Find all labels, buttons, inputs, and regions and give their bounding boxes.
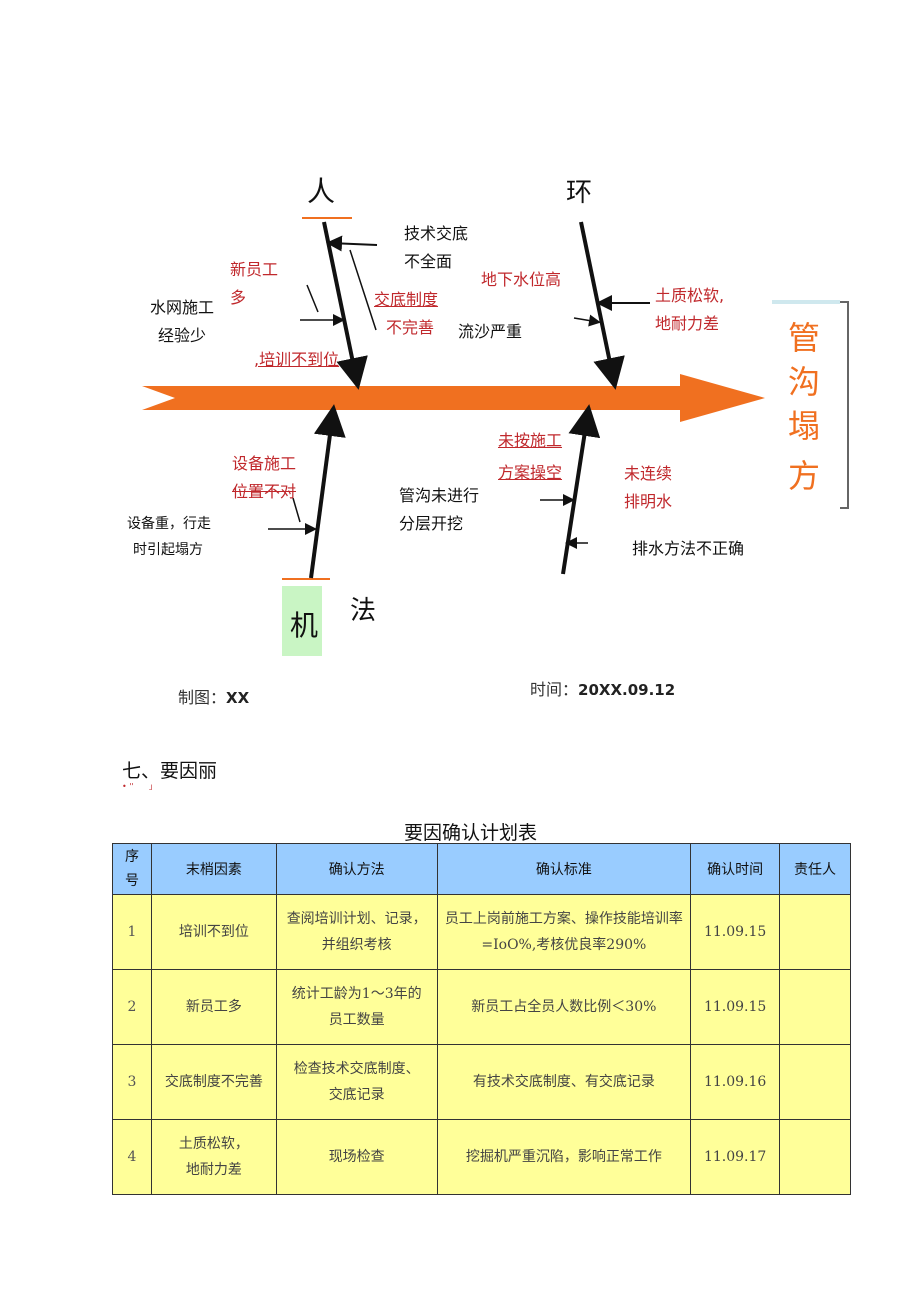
cell-time: 11.09.15: [690, 969, 781, 1045]
header-factor: 末梢因素: [150, 843, 277, 895]
category-machine: 机: [290, 609, 319, 642]
cell-method: 查阅培训计划、记录，并组织考核: [275, 894, 438, 970]
cause-groundwater: 地下水位高: [481, 270, 562, 289]
cell-standard: 员工上岗前施工方案、操作技能培训率=IoO%,考核优良率290%: [436, 894, 692, 970]
table-row: 3 交底制度不完善 检查技术交底制度、交底记录 有技术交底制度、有交底记录 11…: [112, 1044, 851, 1120]
cell-owner: [779, 1044, 851, 1120]
header-index: 序号: [112, 843, 152, 895]
cell-standard: 有技术交底制度、有交底记录: [436, 1044, 692, 1120]
cause-no-drain: 未连续 排明水: [624, 464, 673, 511]
cause-drain-method: 排水方法不正确: [632, 539, 745, 558]
effect-bracket: [840, 301, 849, 509]
cell-time: 11.09.15: [690, 894, 781, 970]
table-row: 2 新员工多 统计工龄为1～3年的员工数量 新员工占全员人数比例＜30% 11.…: [112, 969, 851, 1045]
cause-heavy-equip: 设备重，行走 时引起塌方: [127, 516, 211, 558]
header-owner: 责任人: [779, 843, 851, 895]
cell-method: 现场检查: [275, 1119, 438, 1195]
drawn-by: 制图：XX: [178, 688, 250, 707]
cell-factor: 培训不到位: [150, 894, 277, 970]
table-row: 1 培训不到位 查阅培训计划、记录，并组织考核 员工上岗前施工方案、操作技能培训…: [112, 894, 851, 970]
cell-time: 11.09.16: [690, 1044, 781, 1120]
table-header-row: 序号 末梢因素 确认方法 确认标准 确认时间 责任人: [112, 843, 851, 895]
drawn-time: 时间：20XX.09.12: [530, 680, 676, 699]
cell-owner: [779, 969, 851, 1045]
header-standard: 确认标准: [436, 843, 692, 895]
bone-method: [561, 404, 601, 575]
header-time: 确认时间: [690, 843, 781, 895]
cell-owner: [779, 894, 851, 970]
category-machine-box: 机: [282, 586, 322, 656]
bone-machine: [309, 404, 346, 579]
category-environment: 环: [566, 178, 593, 208]
effect-char-3: 塌: [788, 407, 821, 445]
effect-char-2: 沟: [788, 363, 821, 401]
cell-method: 检查技术交底制度、交底记录: [275, 1044, 438, 1120]
cell-standard: 挖掘机严重沉陷，影响正常工作: [436, 1119, 692, 1195]
cell-index: 4: [112, 1119, 152, 1195]
table-title: 要因确认计划表: [404, 822, 538, 844]
cause-new-staff: 新员工 多: [230, 260, 279, 307]
cell-standard: 新员工占全员人数比例＜30%: [436, 969, 692, 1045]
cell-index: 1: [112, 894, 152, 970]
cause-quicksand: 流沙严重: [458, 322, 523, 341]
cell-method: 统计工龄为1～3年的员工数量: [275, 969, 438, 1045]
section-title: 七、要因丽: [122, 760, 218, 782]
effect-label: 管 沟 塌 方: [788, 314, 828, 496]
cell-index: 3: [112, 1044, 152, 1120]
cause-briefing-system: 交底制度 不完善: [374, 290, 439, 337]
cause-training: ,培训不到位: [254, 350, 340, 369]
cause-confirmation-table: 序号 末梢因素 确认方法 确认标准 确认时间 责任人 1 培训不到位 查阅培训计…: [112, 843, 851, 1195]
cell-index: 2: [112, 969, 152, 1045]
cause-tech-briefing: 技术交底 不全面: [404, 224, 469, 271]
table-row: 4 土质松软，地耐力差 现场检查 挖掘机严重沉陷，影响正常工作 11.09.17: [112, 1119, 851, 1195]
cell-factor: 新员工多: [150, 969, 277, 1045]
cause-not-layered: 管沟未进行 分层开挖: [399, 486, 480, 533]
main-spine-arrow: [142, 374, 765, 422]
cause-water-net: 水网施工 经验少: [150, 298, 215, 345]
header-method: 确认方法: [275, 843, 438, 895]
cell-time: 11.09.17: [690, 1119, 781, 1195]
cell-factor: 土质松软，地耐力差: [150, 1119, 277, 1195]
cause-equip-position: 设备施工 位置不对: [232, 454, 297, 501]
cell-owner: [779, 1119, 851, 1195]
cell-factor: 交底制度不完善: [150, 1044, 277, 1120]
cause-not-by-plan: 未按施工 方案操空: [498, 431, 563, 482]
cause-soft-soil: 土质松软, 地耐力差: [655, 286, 725, 333]
category-people: 人: [307, 175, 336, 208]
effect-char-4: 方: [788, 457, 821, 495]
fishbone-diagram: [142, 217, 849, 580]
effect-char-1: 管: [788, 319, 821, 357]
section-subtitle-fragment: • '' 」: [122, 782, 157, 791]
category-method: 法: [350, 596, 377, 626]
